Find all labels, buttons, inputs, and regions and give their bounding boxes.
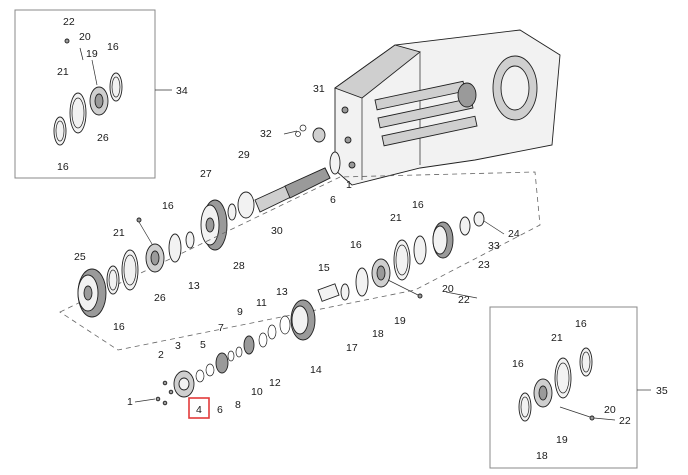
label-ref-34: 34 <box>176 85 188 97</box>
label-2: 2 <box>158 349 164 361</box>
label-i34-16-top: 16 <box>107 41 119 53</box>
label-i35-16-top: 16 <box>575 318 587 330</box>
label-i35-16-left: 16 <box>512 358 524 370</box>
label-21-b: 21 <box>390 212 402 224</box>
label-31: 31 <box>313 83 325 95</box>
highlight-part-4 <box>188 397 210 419</box>
inset-35-parts <box>518 347 595 422</box>
label-i34-26: 26 <box>97 132 109 144</box>
label-24: 24 <box>508 228 520 240</box>
label-25: 25 <box>74 251 86 263</box>
label-19: 19 <box>394 315 406 327</box>
label-13-b: 13 <box>276 286 288 298</box>
label-28: 28 <box>233 260 245 272</box>
leader-lines <box>134 130 616 421</box>
label-16-c: 16 <box>412 199 424 211</box>
label-10: 10 <box>251 386 263 398</box>
label-16-d: 16 <box>350 239 362 251</box>
label-6-lower: 6 <box>217 404 223 416</box>
label-21-a: 21 <box>113 227 125 239</box>
label-4: 4 <box>196 404 202 416</box>
label-1-lower: 1 <box>127 396 133 408</box>
label-26: 26 <box>154 292 166 304</box>
inset-box-35 <box>489 306 638 469</box>
middle-gear-assembly <box>77 211 485 341</box>
label-23: 23 <box>478 259 490 271</box>
label-i34-16-bottom: 16 <box>57 161 69 173</box>
label-8: 8 <box>235 399 241 411</box>
lower-parts <box>155 332 268 406</box>
label-15: 15 <box>318 262 330 274</box>
label-18: 18 <box>372 328 384 340</box>
label-5: 5 <box>200 339 206 351</box>
label-i34-21: 21 <box>57 66 69 78</box>
inset-34-parts <box>53 38 123 146</box>
label-13-a: 13 <box>188 280 200 292</box>
transmission-housing <box>334 29 561 186</box>
label-22: 22 <box>458 294 470 306</box>
label-i34-19: 19 <box>86 48 98 60</box>
label-17: 17 <box>346 342 358 354</box>
label-16-b: 16 <box>113 321 125 333</box>
label-i34-22: 22 <box>63 16 75 28</box>
label-32: 32 <box>260 128 272 140</box>
label-29: 29 <box>238 149 250 161</box>
label-6-upper: 6 <box>330 194 336 206</box>
assembly-outline-dashed <box>59 171 541 351</box>
label-27: 27 <box>200 168 212 180</box>
label-30: 30 <box>271 225 283 237</box>
label-i35-20: 20 <box>604 404 616 416</box>
label-14: 14 <box>310 364 322 376</box>
label-3: 3 <box>175 340 181 352</box>
label-1-upper: 1 <box>346 179 352 191</box>
label-i34-20: 20 <box>79 31 91 43</box>
upper-shaft-assembly <box>200 124 341 251</box>
label-i35-21: 21 <box>551 332 563 344</box>
label-i35-22: 22 <box>619 415 631 427</box>
label-ref-35: 35 <box>656 385 668 397</box>
label-i35-18: 18 <box>536 450 548 462</box>
label-7: 7 <box>218 322 224 334</box>
part-labels: 22 20 19 16 21 26 16 34 31 32 1 6 29 27 … <box>57 16 668 462</box>
label-33: 33 <box>488 240 500 252</box>
label-16-a: 16 <box>162 200 174 212</box>
label-11: 11 <box>256 297 267 309</box>
label-12: 12 <box>269 377 281 389</box>
inset-box-34 <box>14 9 156 179</box>
label-9: 9 <box>237 306 243 318</box>
label-20: 20 <box>442 283 454 295</box>
label-i35-19: 19 <box>556 434 568 446</box>
